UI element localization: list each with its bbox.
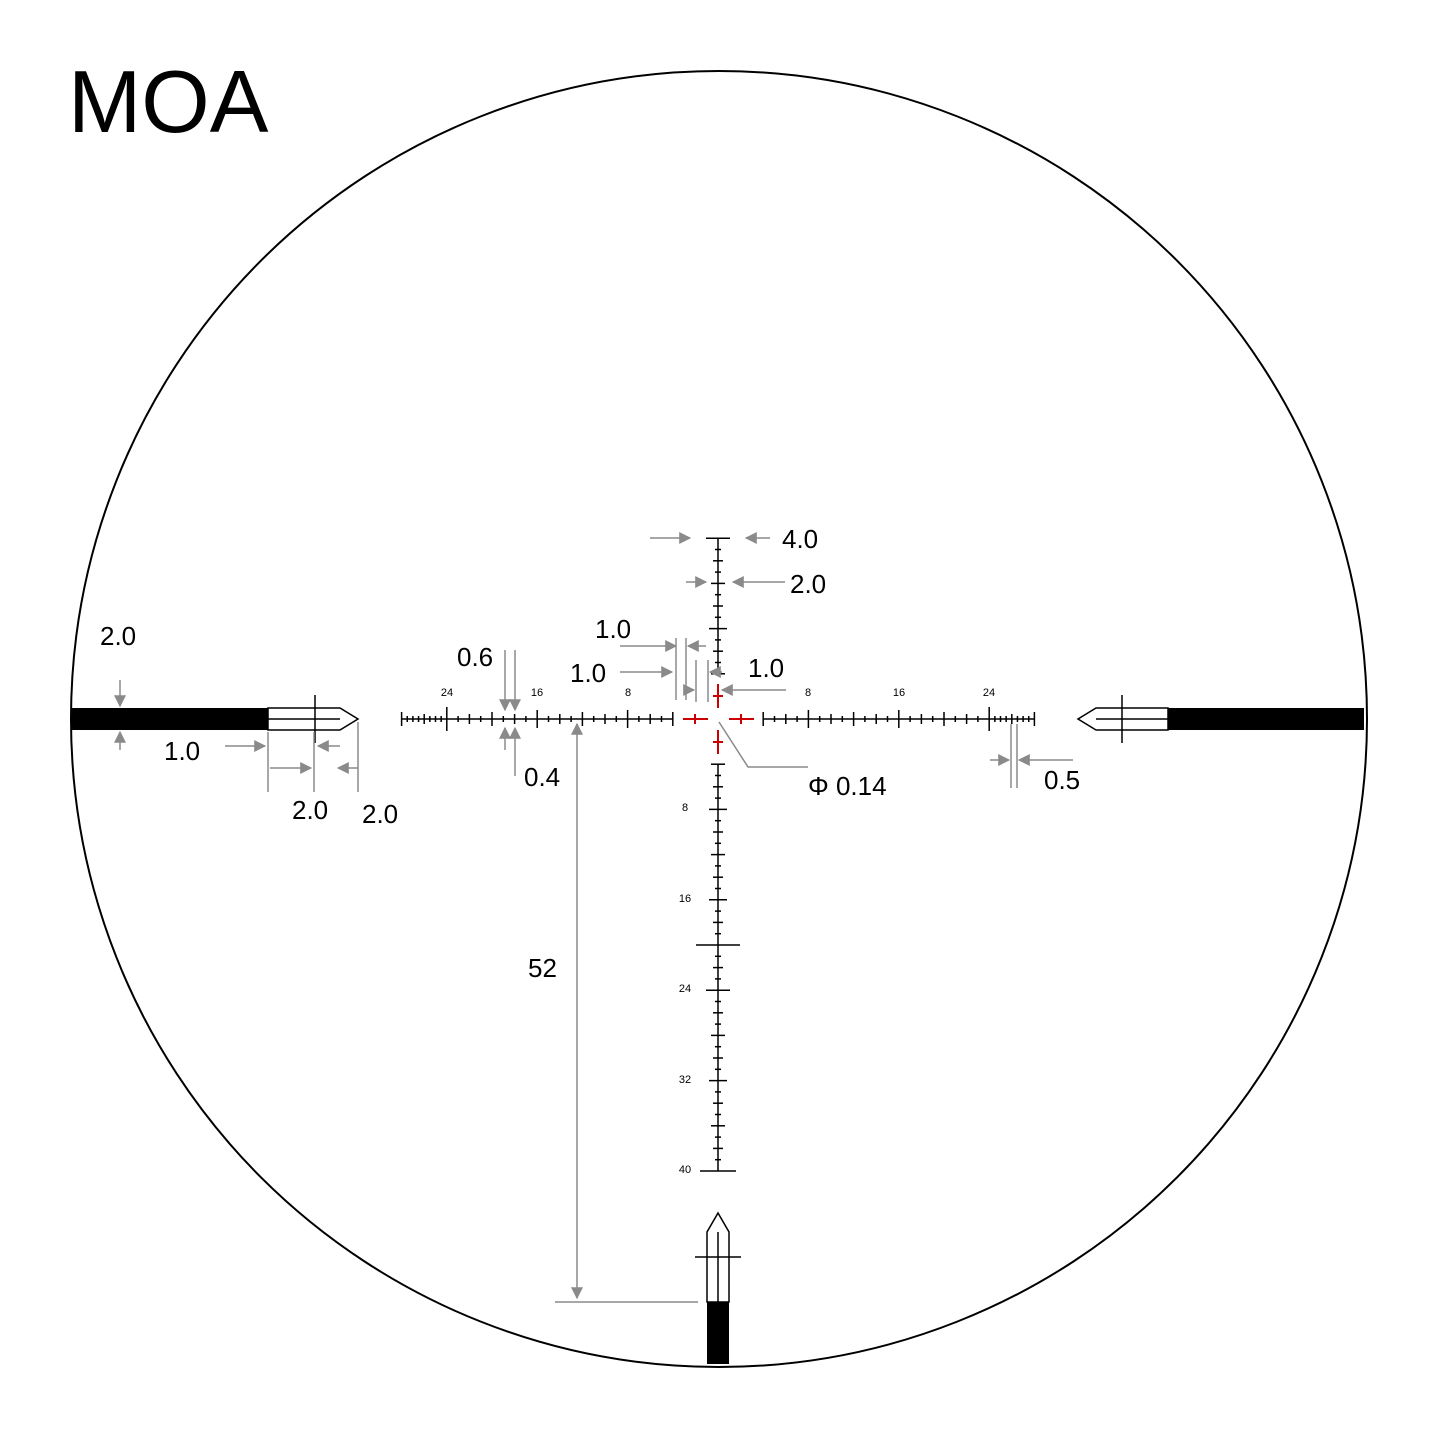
dim-fine-tick-spacing: 0.5 [1044, 765, 1080, 795]
vertical-scale-numbers: 8 16 24 32 40 [679, 802, 691, 1176]
dim-bottom-post-distance: 52 [528, 953, 557, 983]
dim-fine-tick-height: 0.6 [457, 642, 493, 672]
dim-top-post-width: 4.0 [782, 524, 818, 554]
scale-number-left-24: 24 [441, 687, 453, 699]
dimension-lines [114, 532, 1073, 1303]
scale-number-right-8: 8 [805, 687, 811, 699]
dim-tick-spacing: 1.0 [595, 614, 631, 644]
dim-center-gap: 1.0 [570, 658, 606, 688]
scale-number-left-8: 8 [625, 687, 631, 699]
center-aiming-mark [683, 684, 754, 754]
dim-fine-tick-offset: 0.4 [524, 762, 560, 792]
dim-major-tick-width: 2.0 [790, 569, 826, 599]
scale-number-down-40: 40 [679, 1164, 691, 1176]
dim-center-dot: Φ 0.14 [808, 771, 887, 801]
right-post [1076, 695, 1364, 743]
field-of-view-circle [70, 70, 1368, 1368]
scale-number-right-16: 16 [893, 687, 905, 699]
scale-number-right-24: 24 [983, 687, 995, 699]
scale-number-down-8: 8 [682, 802, 688, 814]
scale-number-left-16: 16 [531, 687, 543, 699]
dim-post-tip-length-b: 2.0 [362, 799, 398, 829]
dim-center-offset: 1.0 [748, 653, 784, 683]
dim-post-tip-length-a: 2.0 [292, 795, 328, 825]
scale-number-down-16: 16 [679, 893, 691, 905]
horizontal-scale-numbers: 24 16 8 8 16 24 [441, 687, 995, 699]
scale-number-down-32: 32 [679, 1074, 691, 1086]
reticle-ticks [400, 537, 1036, 1172]
dim-post-thickness: 2.0 [100, 621, 136, 651]
left-post [72, 695, 360, 743]
reticle-title: MOA [68, 52, 269, 151]
dimension-labels: 4.0 2.0 1.0 1.0 1.0 Φ 0.14 0.6 0.4 0.5 2… [100, 524, 1080, 983]
dim-post-tip-gap: 1.0 [164, 736, 200, 766]
bottom-post [695, 1211, 741, 1364]
scale-number-down-24: 24 [679, 983, 691, 995]
